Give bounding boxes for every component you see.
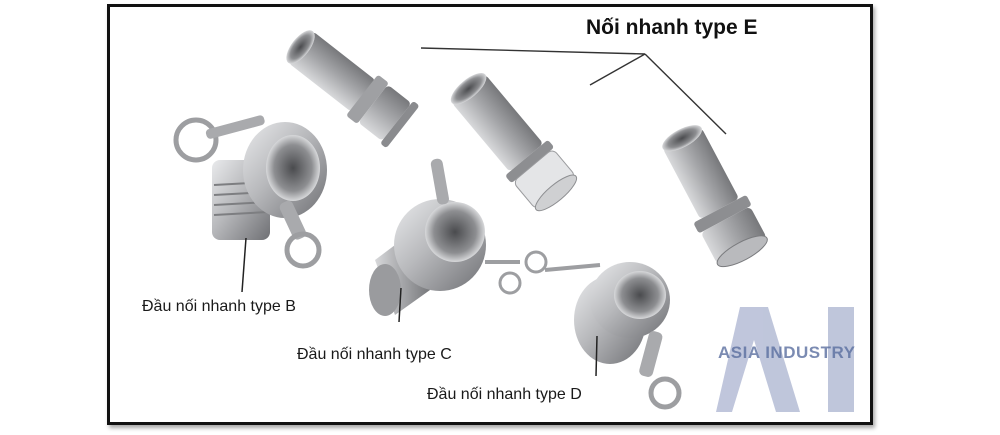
watermark-text: ASIA INDUSTRY bbox=[718, 343, 856, 362]
type-e-adapter-top bbox=[286, 30, 419, 148]
pointer-type-d bbox=[595, 335, 598, 377]
label-type-b: Đầu nối nhanh type B bbox=[142, 298, 296, 315]
type-c-coupler bbox=[369, 158, 548, 316]
type-d-coupler bbox=[544, 262, 682, 410]
pointer-type-c bbox=[398, 287, 402, 323]
label-type-c: Đầu nối nhanh type C bbox=[297, 346, 452, 363]
pointer-type-b bbox=[241, 237, 247, 293]
logo-letter-i bbox=[828, 307, 854, 412]
type-e-adapter-center bbox=[450, 72, 578, 212]
type-e-adapter-right bbox=[662, 125, 768, 268]
type-b-coupler bbox=[173, 115, 327, 269]
title-type-e: Nối nhanh type E bbox=[586, 16, 758, 39]
logo-letter-a bbox=[716, 307, 800, 412]
title-leader-lines bbox=[420, 47, 727, 135]
label-type-d: Đầu nối nhanh type D bbox=[427, 386, 582, 403]
asia-industry-logo bbox=[716, 307, 854, 412]
label-pointer-lines bbox=[241, 237, 598, 377]
